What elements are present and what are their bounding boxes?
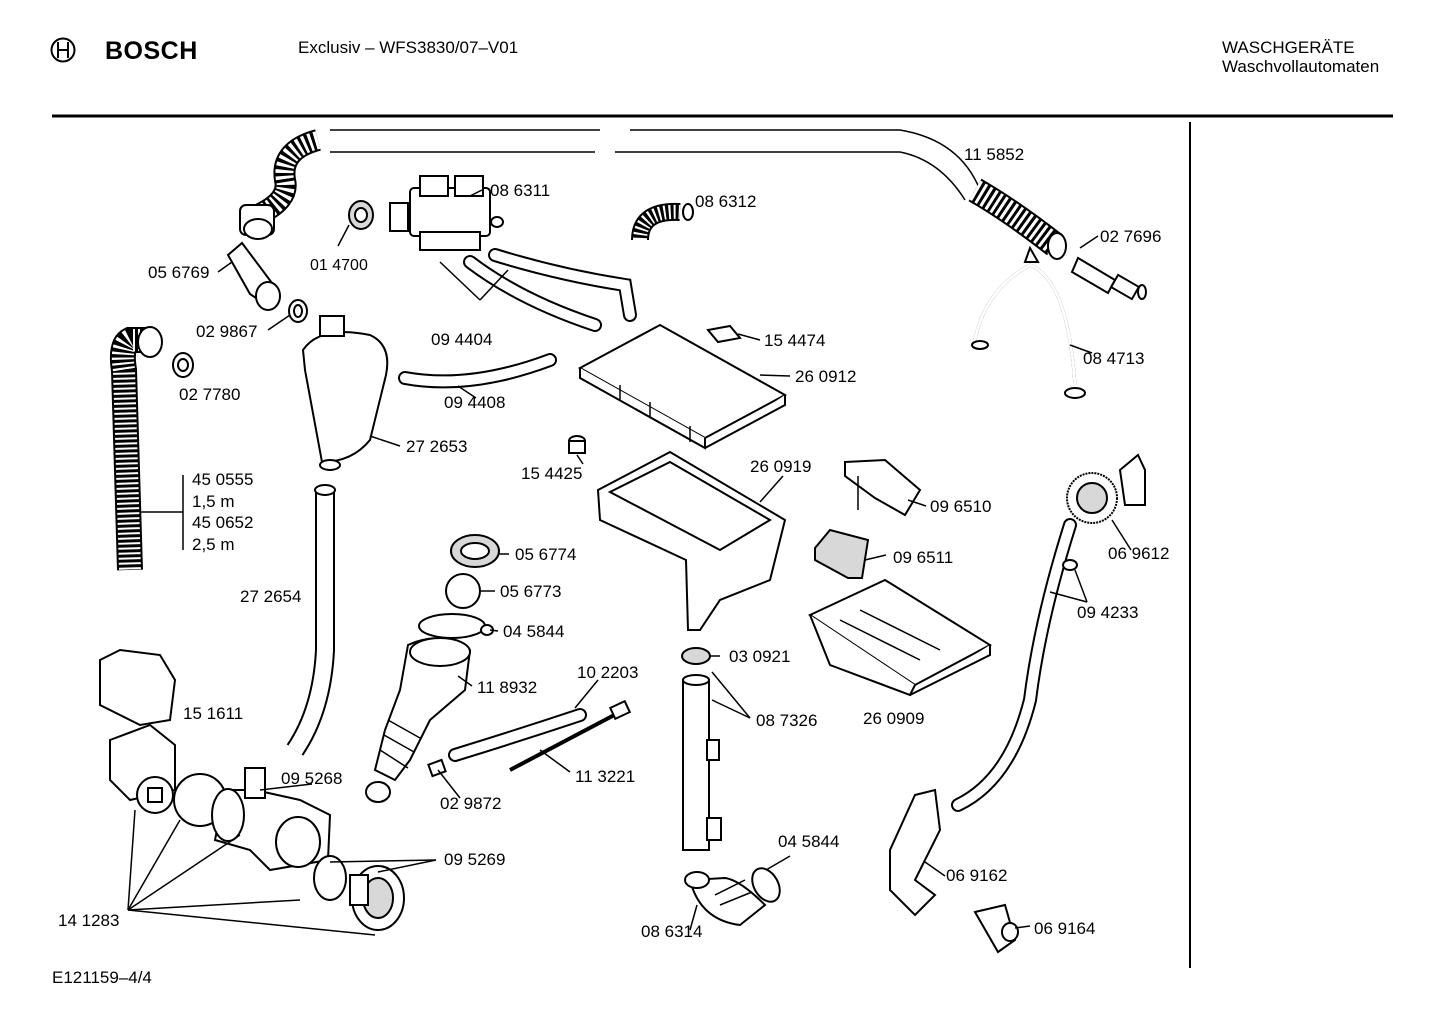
label-272654: 27 2654: [240, 587, 302, 606]
bosch-armature-icon: [50, 37, 76, 63]
model-title: Exclusiv – WFS3830/07–V01: [298, 38, 519, 57]
part-095269-ring: [313, 855, 347, 901]
label-141283: 14 1283: [58, 911, 120, 930]
part-087326: [682, 674, 722, 851]
label-118932: 11 8932: [477, 678, 538, 697]
label-086314: 08 6314: [641, 922, 703, 941]
part-014700: [348, 200, 374, 230]
label-029867: 02 9867: [196, 322, 258, 341]
part-027696: [1070, 256, 1147, 301]
part-086312: [631, 202, 694, 241]
label-151611: 15 1611: [183, 704, 244, 723]
label-094233: 09 4233: [1077, 603, 1139, 622]
part-029872: [427, 758, 447, 778]
label-086311: 08 6311: [490, 181, 551, 200]
label-260919: 26 0919: [750, 457, 812, 476]
label-260909: 26 0909: [863, 709, 925, 728]
leader-lines: [127, 189, 1132, 936]
part-030921: [681, 647, 711, 665]
label-069164: 06 9164: [1034, 919, 1096, 938]
label-260912: 26 0912: [795, 367, 857, 386]
document-id: E121159–4/4: [52, 968, 152, 987]
part-069162: [889, 788, 942, 917]
label-102203: 10 2203: [577, 663, 639, 682]
category-subtitle: Waschvollautomaten: [1222, 57, 1380, 76]
label-1-5m: 1,5 m: [192, 492, 235, 511]
label-030921: 03 0921: [729, 647, 791, 666]
part-056769: [226, 241, 281, 311]
inlet-hose: [239, 129, 1067, 260]
label-056774: 05 6774: [515, 545, 577, 564]
part-086314: [684, 871, 767, 927]
label-096510: 09 6510: [930, 497, 992, 516]
part-118932: [365, 637, 472, 803]
label-027780: 02 7780: [179, 385, 241, 404]
label-2-5m: 2,5 m: [192, 535, 235, 554]
part-272653: [301, 315, 389, 471]
part-094404: [463, 248, 637, 332]
part-102203: [448, 708, 587, 762]
category-title: WASCHGERÄTE: [1222, 38, 1355, 57]
label-096511: 09 6511: [893, 548, 954, 567]
label-095268: 09 5268: [281, 769, 343, 788]
part-069164: [973, 903, 1019, 954]
part-260912: [577, 323, 788, 450]
label-069162: 06 9162: [946, 866, 1008, 885]
part-113221: [509, 710, 621, 772]
label-087326: 08 7326: [756, 711, 818, 730]
part-045844a: [418, 613, 486, 639]
label-115852: 11 5852: [964, 145, 1025, 164]
part-154425: [568, 435, 586, 454]
part-096511: [814, 528, 870, 579]
label-154474: 15 4474: [764, 331, 826, 350]
label-029872: 02 9872: [440, 794, 502, 813]
part-056773: [445, 573, 481, 609]
label-084713: 08 4713: [1083, 349, 1145, 368]
part-096510: [844, 458, 922, 517]
part-154474: [706, 324, 742, 344]
part-084713: [971, 245, 1086, 399]
drain-hose: [109, 326, 163, 571]
filter-cap: [349, 865, 405, 931]
label-086312: 08 6312: [695, 192, 757, 211]
part-272654: [286, 484, 336, 756]
label-014700: 01 4700: [310, 257, 368, 274]
label-154425: 15 4425: [521, 464, 583, 483]
part-045844b: [751, 867, 781, 903]
label-095269: 09 5269: [444, 850, 506, 869]
brand-name: BOSCH: [105, 37, 198, 65]
part-069612: [1066, 453, 1146, 524]
label-272653: 27 2653: [406, 437, 468, 456]
label-027696: 02 7696: [1100, 227, 1162, 246]
part-260919: [596, 450, 787, 631]
label-113221: 11 3221: [575, 767, 636, 786]
label-094404: 09 4404: [431, 330, 493, 349]
part-086311: [389, 175, 504, 251]
bosch-logo: [50, 37, 76, 68]
label-450555: 45 0555: [192, 470, 254, 489]
part-260909: [807, 578, 993, 697]
drain-pump: [109, 723, 176, 814]
label-056773: 05 6773: [500, 582, 562, 601]
part-027780: [172, 352, 194, 378]
label-045844-bottom: 04 5844: [778, 832, 840, 851]
label-450652: 45 0652: [192, 513, 254, 532]
label-069612: 06 9612: [1108, 544, 1170, 563]
label-094408: 09 4408: [444, 393, 506, 412]
label-045844-top: 04 5844: [503, 622, 565, 641]
label-056769: 05 6769: [148, 263, 210, 282]
part-151611: [99, 648, 177, 727]
